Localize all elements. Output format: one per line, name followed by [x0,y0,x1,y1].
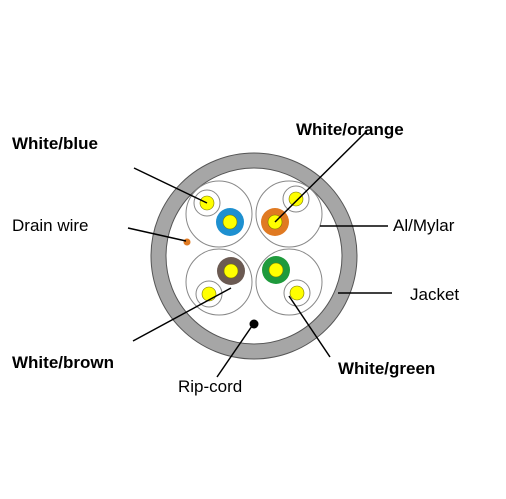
pair-foil-green [255,248,323,316]
label-white-orange: White/orange [296,120,404,139]
label-white-blue: White/blue [12,134,98,153]
drain-wire-dot [183,238,191,246]
blue-conductor [222,214,238,230]
white-brown-conductor [201,286,217,302]
white-orange-conductor [288,191,304,207]
white-green-leader [288,295,331,358]
label-al-mylar: Al/Mylar [393,216,455,235]
green-conductor [268,262,284,278]
label-white-brown: White/brown [12,353,114,372]
label-white-green: White/green [338,359,435,378]
white-blue-leader [133,167,208,204]
white-orange-leader [274,131,367,223]
pair-foil-brown [185,248,253,316]
label-drain-wire: Drain wire [12,216,89,235]
white-brown-leader [132,287,232,342]
brown-conductor [223,263,239,279]
label-jacket: Jacket [410,285,459,304]
rip-cord-leader [216,325,253,378]
white-green-conductor [289,285,305,301]
label-rip-cord: Rip-cord [178,377,242,396]
drain-wire-leader [127,227,187,242]
